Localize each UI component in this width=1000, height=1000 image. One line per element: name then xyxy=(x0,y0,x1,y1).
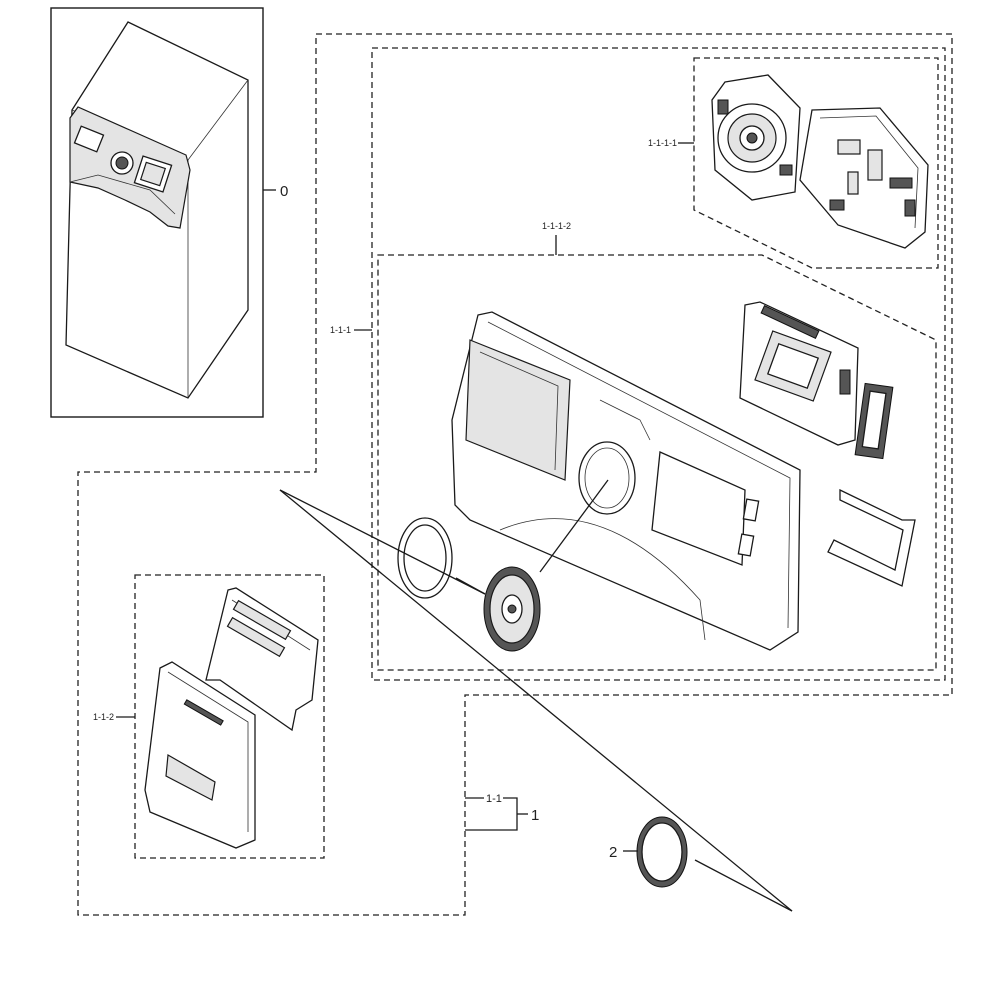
label-assembly-1: 1 xyxy=(531,807,539,824)
label-assembly-1-1-1: 1-1-1 xyxy=(330,325,351,335)
knob-cap xyxy=(636,816,688,888)
label-assembly-0: 0 xyxy=(280,183,288,200)
label-assembly-1-1-1-2: 1-1-1-2 xyxy=(542,221,571,231)
label-assembly-1-1: 1-1 xyxy=(486,793,502,805)
outline-assembly-1-1-1 xyxy=(371,47,946,681)
outline-assembly-1-1-1-2 xyxy=(377,254,937,671)
label-part-2: 2 xyxy=(609,844,617,861)
outline-assembly-1-1-1-1 xyxy=(693,57,939,269)
detergent-drawer xyxy=(144,587,319,849)
outline-assembly-1-1 xyxy=(77,33,953,916)
label-assembly-1-1-2: 1-1-2 xyxy=(93,712,114,722)
control-panel-frame xyxy=(451,311,801,651)
knob-ring xyxy=(397,517,453,599)
knob-dial xyxy=(483,566,541,652)
outline-assembly-1-1-2 xyxy=(134,574,325,859)
label-assembly-1-1-1-1: 1-1-1-1 xyxy=(648,138,677,148)
window-film xyxy=(827,488,916,587)
display-pcb xyxy=(739,301,859,446)
pcb-assembly xyxy=(711,74,929,249)
washer-overview xyxy=(50,7,264,418)
